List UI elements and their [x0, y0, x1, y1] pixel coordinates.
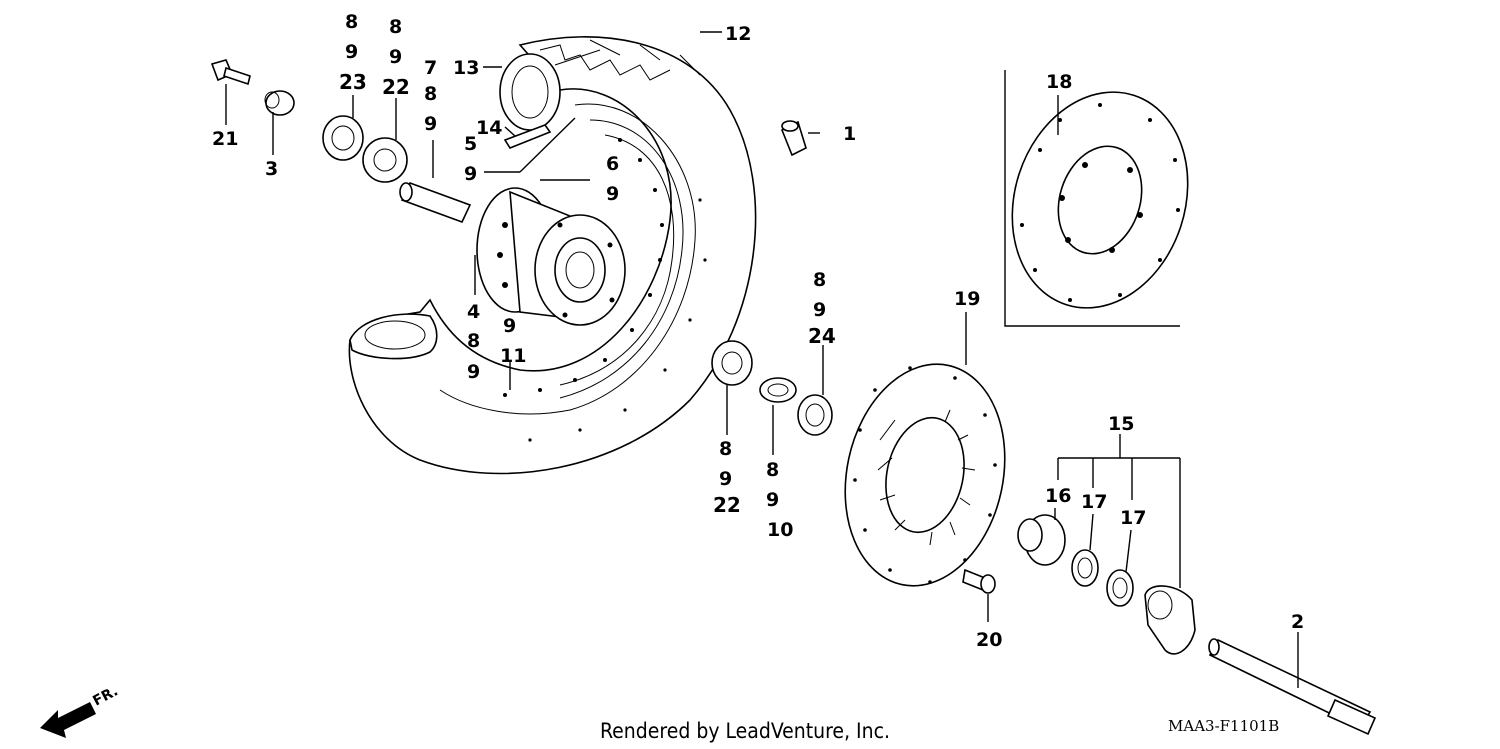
washer-part-17-a	[1071, 549, 1099, 587]
collar-part-3	[264, 90, 295, 116]
callout-8-e: 8	[813, 269, 826, 291]
callout-8-c: 8	[424, 83, 437, 105]
washer-part-17-b	[1106, 569, 1134, 607]
callout-23: 23	[339, 70, 367, 94]
callout-19: 19	[954, 288, 980, 310]
callout-13: 13	[453, 57, 479, 79]
callout-9-h: 9	[813, 299, 826, 321]
tire-wheel-assembly	[348, 36, 757, 475]
bearing-part-22-left	[362, 137, 408, 183]
credit-text: Rendered by LeadVenture, Inc.	[600, 719, 890, 743]
callout-16: 16	[1045, 485, 1071, 507]
drawing-code: MAA3-F1101B	[1168, 717, 1279, 735]
callout-18: 18	[1046, 71, 1072, 93]
callout-9-j: 9	[766, 489, 779, 511]
callout-22-a: 22	[382, 75, 410, 99]
callout-9-i: 9	[719, 468, 732, 490]
brake-disc-part-18-detail	[1004, 70, 1189, 327]
callout-10: 10	[767, 519, 793, 541]
callout-8-b: 8	[389, 16, 402, 38]
leader-lines	[225, 31, 1299, 688]
callout-3: 3	[265, 158, 278, 180]
callout-9-e: 9	[606, 183, 619, 205]
callout-17-a: 17	[1081, 491, 1107, 513]
front-direction-arrow: FR.	[40, 683, 121, 738]
callout-8-g: 8	[766, 459, 779, 481]
callout-24: 24	[808, 324, 836, 348]
callout-9-a: 9	[345, 41, 358, 63]
callout-9-d: 9	[464, 163, 477, 185]
callout-6: 6	[606, 153, 619, 175]
direction-label: FR.	[90, 683, 120, 709]
callout-17-b: 17	[1120, 507, 1146, 529]
callout-2: 2	[1291, 611, 1304, 633]
callout-7: 7	[424, 57, 437, 79]
callout-4: 4	[467, 301, 480, 323]
spacer-part-7	[399, 181, 472, 224]
gear-part-16	[1017, 514, 1066, 566]
valve-cap-part-1	[780, 120, 807, 157]
callout-5: 5	[464, 133, 477, 155]
gearbox-part-15	[1144, 585, 1196, 655]
callout-9-c: 9	[424, 113, 437, 135]
callout-labels: 1 2 3 4 5 6 7 8 8 8 8 8 8 8 9 9 9 9 9 9 …	[212, 11, 1304, 651]
callout-1: 1	[843, 123, 856, 145]
retainer-part-10	[759, 377, 797, 403]
bearing-part-23	[322, 115, 364, 161]
callout-14: 14	[476, 117, 502, 139]
axle-part-2	[1208, 638, 1377, 736]
dust-seal-part-24	[797, 394, 833, 436]
bearing-part-22-right	[711, 340, 753, 386]
callout-22-b: 22	[713, 493, 741, 517]
callout-11: 11	[500, 345, 526, 367]
hub-assembly	[476, 187, 626, 326]
brake-disc-part-19	[844, 363, 1006, 587]
pinion-part-20	[962, 568, 996, 594]
callout-20: 20	[976, 629, 1002, 651]
callout-9-f: 9	[503, 315, 516, 337]
callout-9-g: 9	[467, 361, 480, 383]
callout-8-d: 8	[467, 330, 480, 352]
callout-21: 21	[212, 128, 238, 150]
callout-12: 12	[725, 23, 751, 45]
callout-8-a: 8	[345, 11, 358, 33]
callout-15: 15	[1108, 413, 1134, 435]
callout-9-b: 9	[389, 46, 402, 68]
callout-8-f: 8	[719, 438, 732, 460]
bolt-part-21	[210, 59, 251, 86]
